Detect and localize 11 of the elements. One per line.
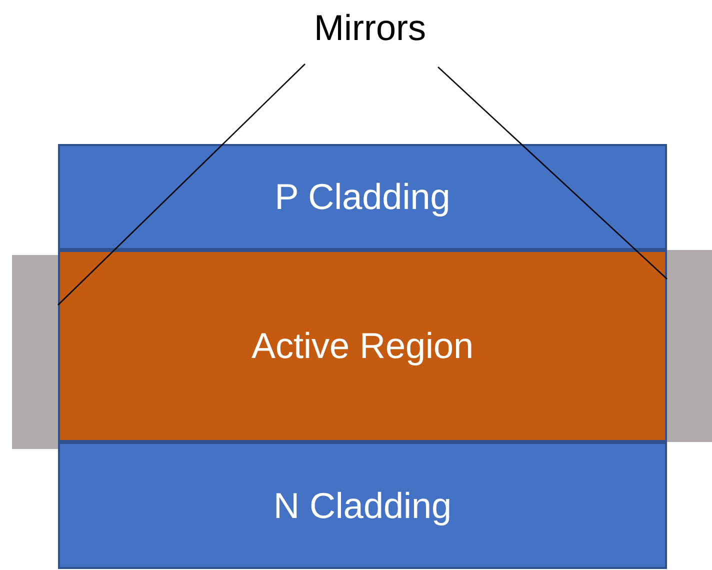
leader-line xyxy=(58,64,306,306)
layer-label: Active Region xyxy=(251,325,474,367)
p-cladding-layer xyxy=(58,144,667,250)
layer-label: N Cladding xyxy=(273,484,452,526)
mirror xyxy=(667,250,712,442)
n-cladding-layer xyxy=(58,442,667,569)
mirrors-label: Mirrors xyxy=(290,0,450,56)
mirror xyxy=(12,255,58,449)
active-region-layer xyxy=(58,250,667,442)
layer-label: P Cladding xyxy=(274,176,450,218)
leader-line xyxy=(438,66,668,280)
